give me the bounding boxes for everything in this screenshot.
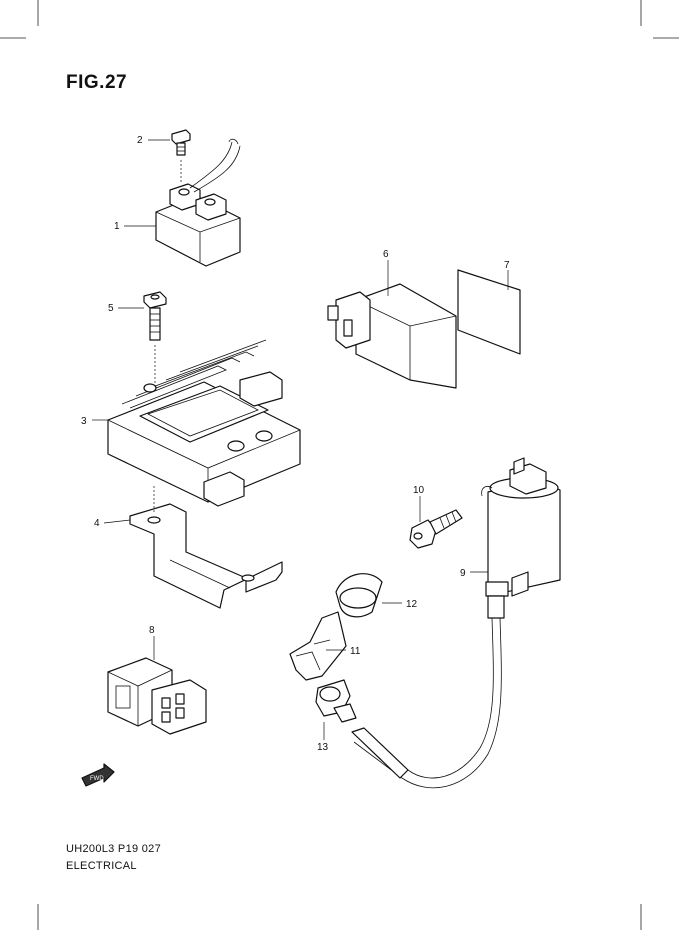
callout-2: 2 xyxy=(137,135,143,146)
part-8-coupler xyxy=(107,657,207,735)
part-4-bracket xyxy=(129,486,283,609)
part-10-bolt xyxy=(409,509,463,549)
part-5-bolt xyxy=(143,291,167,392)
callout-1: 1 xyxy=(114,221,120,232)
footer-code: UH200L3 P19 027 xyxy=(66,843,162,855)
callout-7: 7 xyxy=(504,260,510,271)
part-2-bolt xyxy=(171,129,191,182)
callout-13: 13 xyxy=(317,742,329,753)
part-7-pad xyxy=(457,269,521,355)
footer-section: ELECTRICAL xyxy=(66,860,137,872)
part-6-ecm xyxy=(327,260,457,389)
callout-labels: 2 1 5 3 4 8 6 7 10 9 12 11 13 xyxy=(81,135,510,753)
leader-lines xyxy=(92,139,421,660)
callout-12: 12 xyxy=(406,599,418,610)
part-9-ignition-coil xyxy=(351,457,561,789)
forward-arrow-icon: FWD xyxy=(81,763,115,787)
part-12-boot xyxy=(335,573,402,618)
callout-9: 9 xyxy=(460,568,466,579)
part-11-plug-cap xyxy=(289,611,347,681)
callout-10: 10 xyxy=(413,485,425,496)
callout-3: 3 xyxy=(81,416,87,427)
part-13-grommet xyxy=(315,679,357,740)
callout-4: 4 xyxy=(94,518,100,529)
forward-arrow-label: FWD xyxy=(90,776,104,782)
callout-11: 11 xyxy=(350,646,361,657)
callout-5: 5 xyxy=(108,303,114,314)
callout-6: 6 xyxy=(383,249,389,260)
callout-8: 8 xyxy=(149,625,155,636)
part-3-regulator xyxy=(107,339,301,507)
figure-title: FIG.27 xyxy=(66,72,128,93)
part-1-relay xyxy=(155,138,241,267)
